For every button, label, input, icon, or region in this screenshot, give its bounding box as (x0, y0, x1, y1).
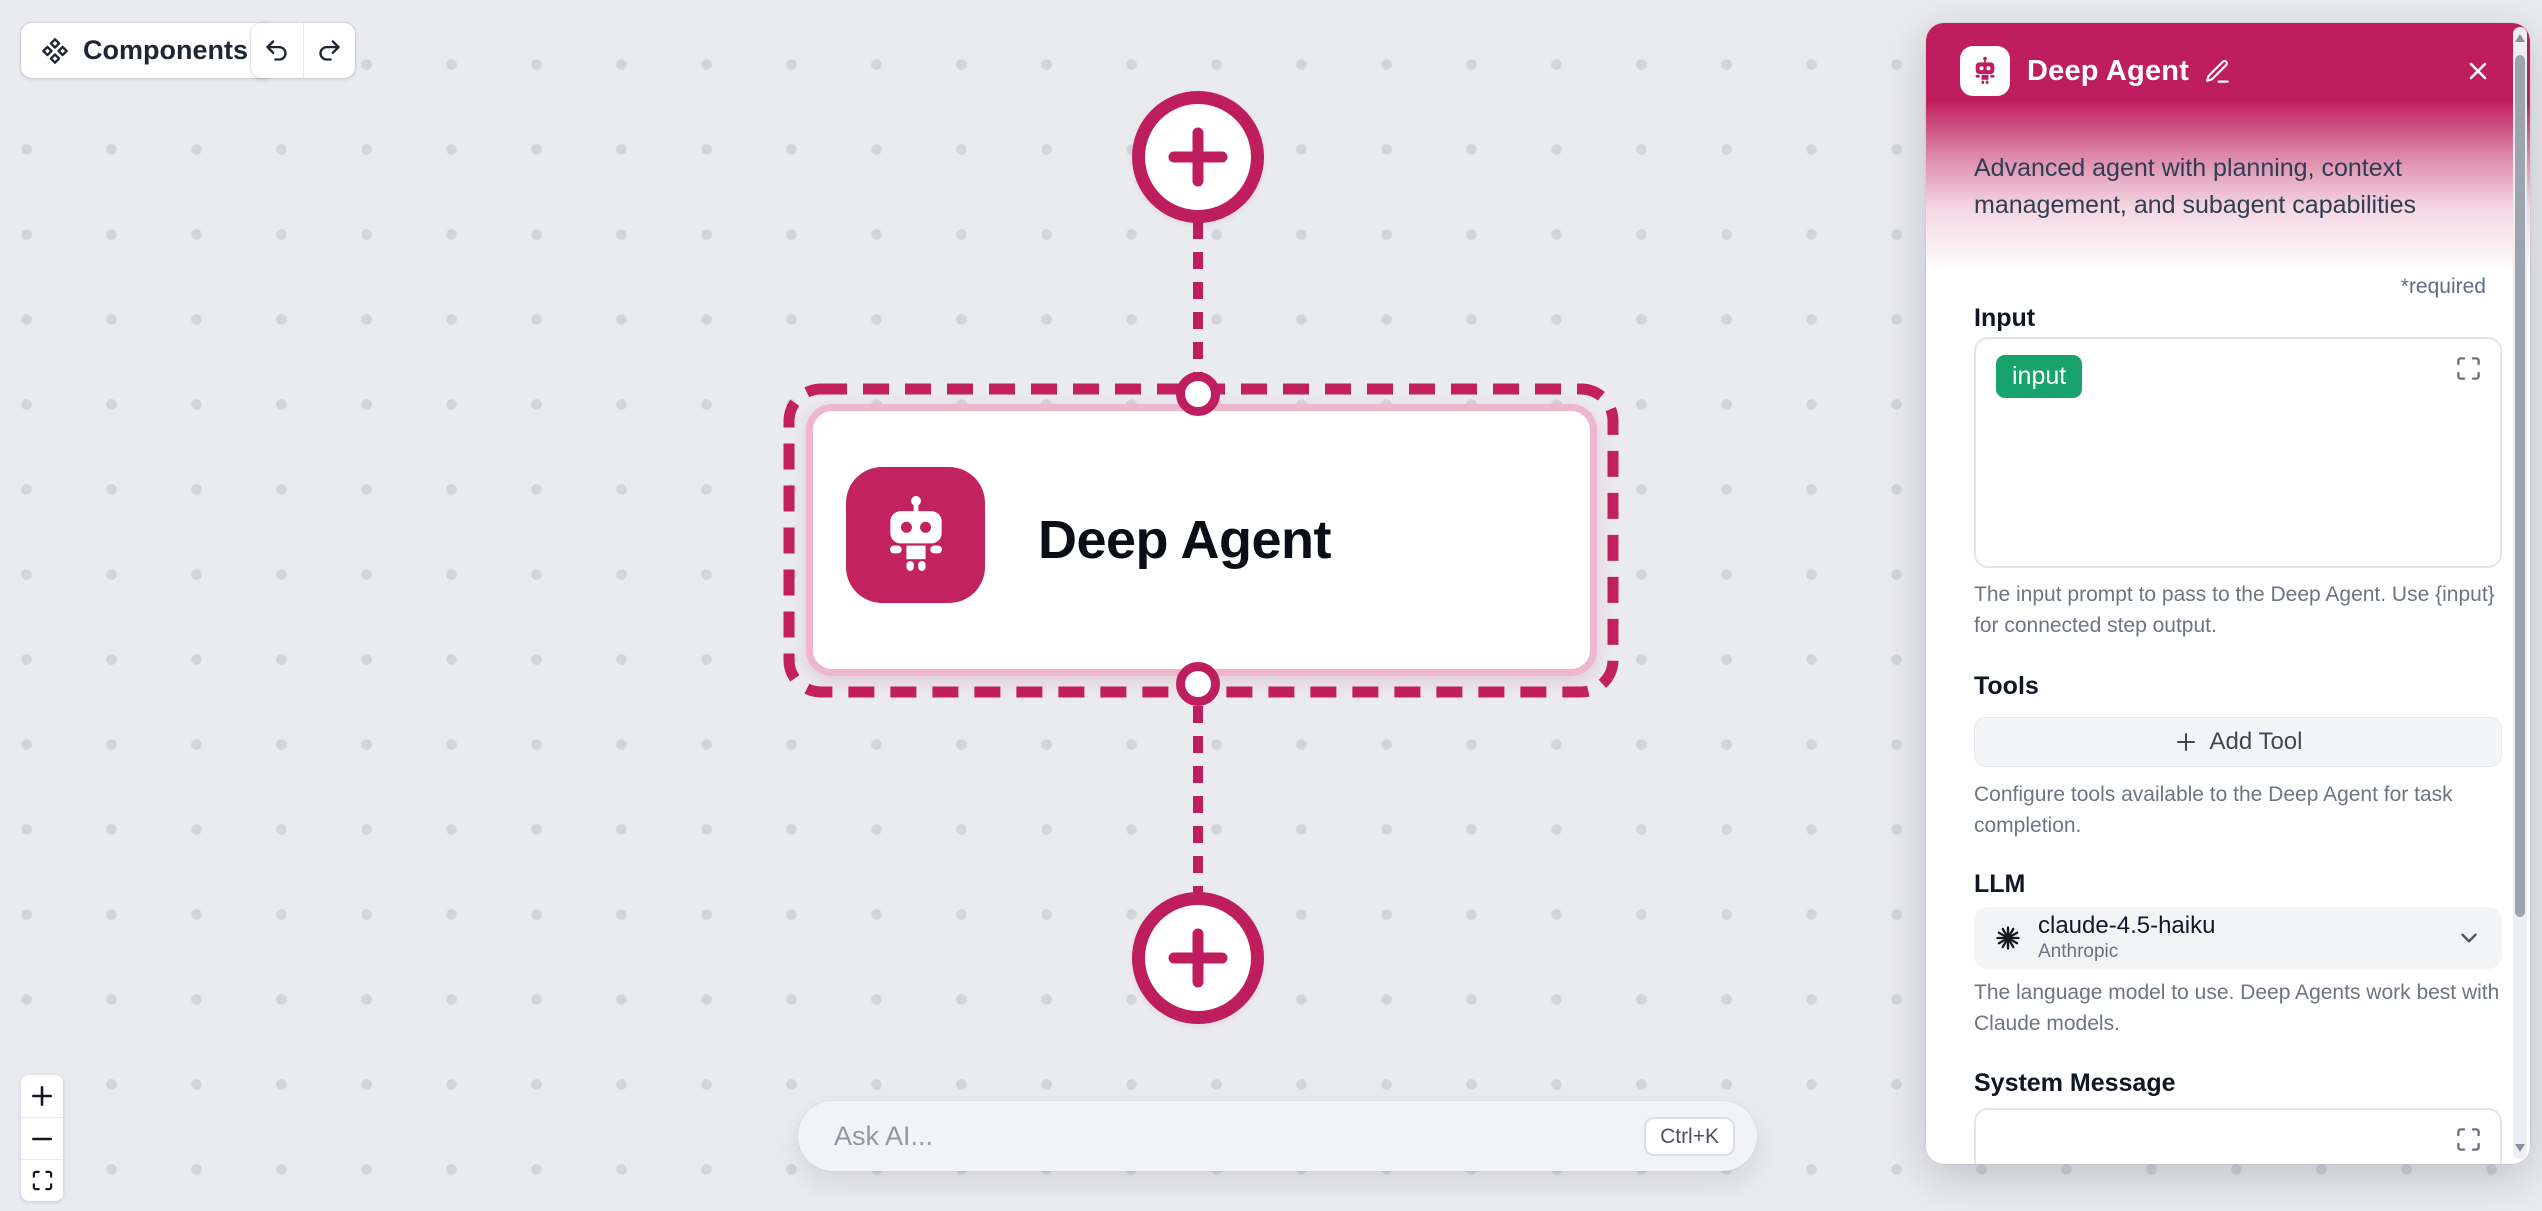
input-helper-text: The input prompt to pass to the Deep Age… (1974, 583, 2495, 637)
anthropic-logo-icon (1994, 924, 2022, 952)
expand-icon[interactable] (2455, 1126, 2482, 1153)
llm-provider-value: Anthropic (2038, 941, 2119, 963)
zoom-out-button[interactable] (21, 1117, 63, 1159)
components-icon (41, 37, 69, 65)
rename-button[interactable] (2204, 58, 2231, 85)
chevron-down-icon (2456, 925, 2482, 951)
add-step-below-button[interactable] (1132, 892, 1264, 1024)
fit-view-icon (31, 1169, 54, 1192)
edge-connector (1193, 222, 1203, 950)
system-message-label: System Message (1974, 1069, 2176, 1097)
llm-section-label: LLM (1974, 870, 2026, 898)
scrollbar-down-arrow-icon[interactable] (2515, 1144, 2525, 1152)
minus-icon (29, 1126, 55, 1152)
robot-icon (846, 467, 985, 603)
ask-ai-shortcut: Ctrl+K (1644, 1116, 1735, 1156)
node-input-handle[interactable] (1176, 372, 1220, 416)
fit-view-button[interactable] (21, 1159, 63, 1201)
node-title: Deep Agent (1038, 510, 1332, 570)
redo-icon (316, 37, 343, 64)
add-tool-button-label: Add Tool (2209, 728, 2303, 755)
scrollbar-thumb[interactable] (2515, 55, 2525, 917)
scrollbar-up-arrow-icon[interactable] (2515, 34, 2525, 42)
tools-helper-text: Configure tools available to the Deep Ag… (1974, 783, 2453, 837)
input-section-label: Input (1974, 304, 2036, 332)
plus-icon (2174, 730, 2198, 754)
components-button[interactable]: Components (21, 23, 274, 78)
undo-icon (263, 37, 290, 64)
input-editor[interactable]: input (1974, 337, 2502, 568)
required-note: *required (2400, 275, 2486, 298)
plus-icon (1167, 927, 1229, 989)
panel-header-gradient (1926, 23, 2530, 273)
components-button-label: Components (83, 35, 248, 65)
ask-ai-input[interactable] (834, 1120, 1645, 1152)
system-message-editor[interactable] (1974, 1108, 2502, 1164)
panel-title: Deep Agent (2027, 54, 2190, 87)
close-panel-button[interactable] (2460, 53, 2496, 89)
panel-description: Advanced agent with planning, context ma… (1974, 154, 2416, 219)
llm-model-value: claude-4.5-haiku (2038, 911, 2216, 939)
plus-icon (1167, 126, 1229, 188)
node-output-handle[interactable] (1176, 662, 1220, 706)
pencil-icon (2204, 58, 2231, 85)
llm-model-select[interactable]: claude-4.5-haiku Anthropic (1974, 907, 2502, 969)
panel-header: Deep Agent (1960, 45, 2510, 97)
robot-icon (1960, 46, 2010, 96)
llm-helper-text: The language model to use. Deep Agents w… (1974, 981, 2500, 1035)
zoom-controls (21, 1075, 63, 1201)
expand-icon[interactable] (2455, 355, 2482, 382)
zoom-in-button[interactable] (21, 1075, 63, 1117)
history-controls (251, 23, 355, 78)
close-icon (2464, 57, 2492, 85)
add-step-above-button[interactable] (1132, 91, 1264, 223)
add-tool-button[interactable]: Add Tool (1974, 717, 2502, 767)
node-deep-agent[interactable]: Deep Agent (806, 404, 1597, 676)
input-variable-chip[interactable]: input (1996, 355, 2083, 398)
tools-section-label: Tools (1974, 672, 2039, 700)
node-config-panel: Deep Agent Advanced agent with planning,… (1926, 23, 2530, 1164)
panel-scrollbar[interactable] (2513, 27, 2527, 1159)
ask-ai-bar[interactable]: Ctrl+K (798, 1101, 1757, 1171)
redo-button[interactable] (302, 23, 356, 78)
plus-icon (29, 1083, 55, 1109)
undo-button[interactable] (251, 23, 303, 78)
